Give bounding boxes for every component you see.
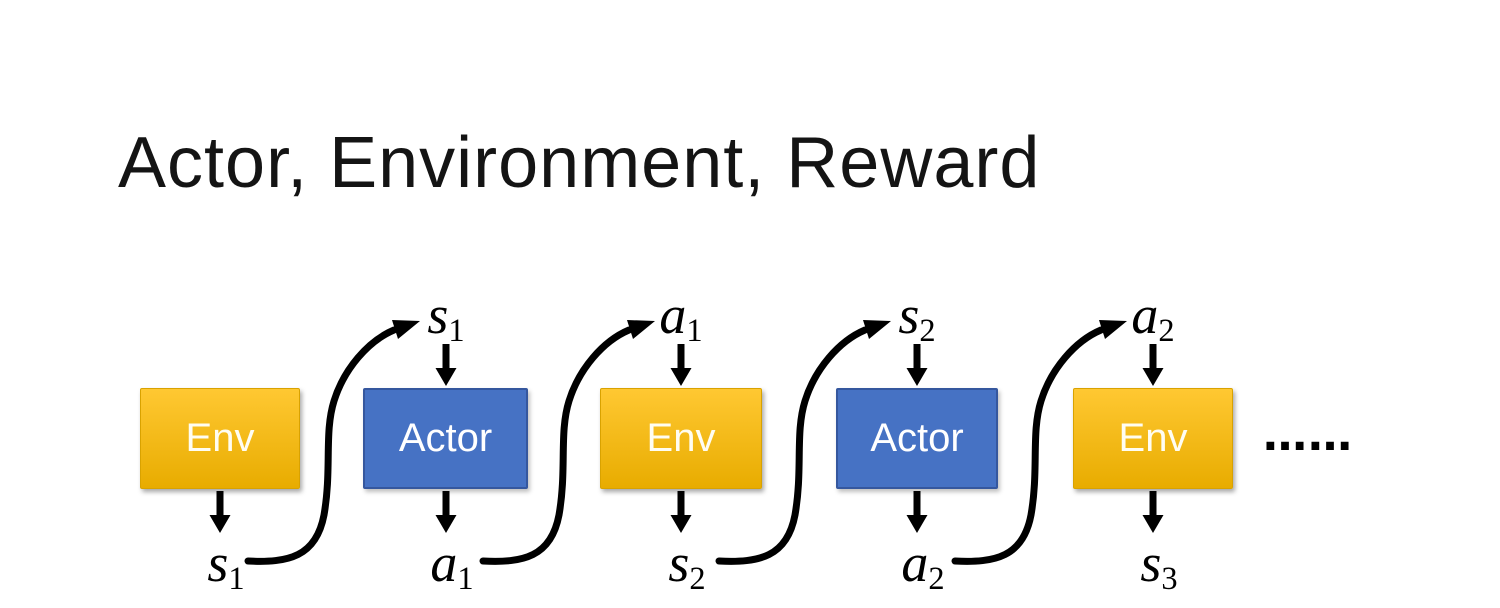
output-arrow-actor2 (907, 491, 928, 533)
env-box-3: Env (1073, 388, 1233, 489)
label-sub: 2 (1158, 312, 1175, 349)
label-sub: 3 (1161, 560, 1178, 597)
label-main: a (659, 285, 687, 345)
actor-box-1: Actor (363, 388, 528, 489)
label-sub: 2 (689, 560, 706, 597)
label-sub: 2 (919, 312, 936, 349)
label-s2-bottom: s2 (668, 536, 705, 595)
env-box-1: Env (140, 388, 300, 489)
input-arrow-env3 (1143, 344, 1164, 386)
label-s1-bottom: s1 (207, 536, 244, 595)
label-main: a (901, 533, 929, 593)
output-arrow-actor1 (436, 491, 457, 533)
output-arrow-env1 (210, 491, 231, 533)
label-main: s (1140, 533, 1162, 593)
output-arrow-env2 (671, 491, 692, 533)
label-main: s (668, 533, 690, 593)
label-a2-bottom: a2 (901, 536, 944, 595)
input-arrow-actor1 (436, 344, 457, 386)
label-s3-bottom: s3 (1140, 536, 1177, 595)
label-s1-top: s1 (427, 288, 464, 347)
input-arrow-actor2 (907, 344, 928, 386)
label-sub: 2 (928, 560, 945, 597)
continuation-ellipsis: …… (1263, 410, 1353, 461)
label-main: s (427, 285, 449, 345)
label-sub: 1 (686, 312, 703, 349)
label-sub: 1 (457, 560, 474, 597)
label-main: a (430, 533, 458, 593)
label-sub: 1 (448, 312, 465, 349)
label-main: a (1131, 285, 1159, 345)
label-a1-bottom: a1 (430, 536, 473, 595)
actor-box-2: Actor (836, 388, 998, 489)
label-main: s (207, 533, 229, 593)
label-a1-top: a1 (659, 288, 702, 347)
label-sub: 1 (228, 560, 245, 597)
input-arrow-env2 (671, 344, 692, 386)
slide-title: Actor, Environment, Reward (118, 123, 1041, 203)
label-a2-top: a2 (1131, 288, 1174, 347)
env-box-2: Env (600, 388, 762, 489)
label-s2-top: s2 (898, 288, 935, 347)
output-arrow-env3 (1143, 491, 1164, 533)
label-main: s (898, 285, 920, 345)
